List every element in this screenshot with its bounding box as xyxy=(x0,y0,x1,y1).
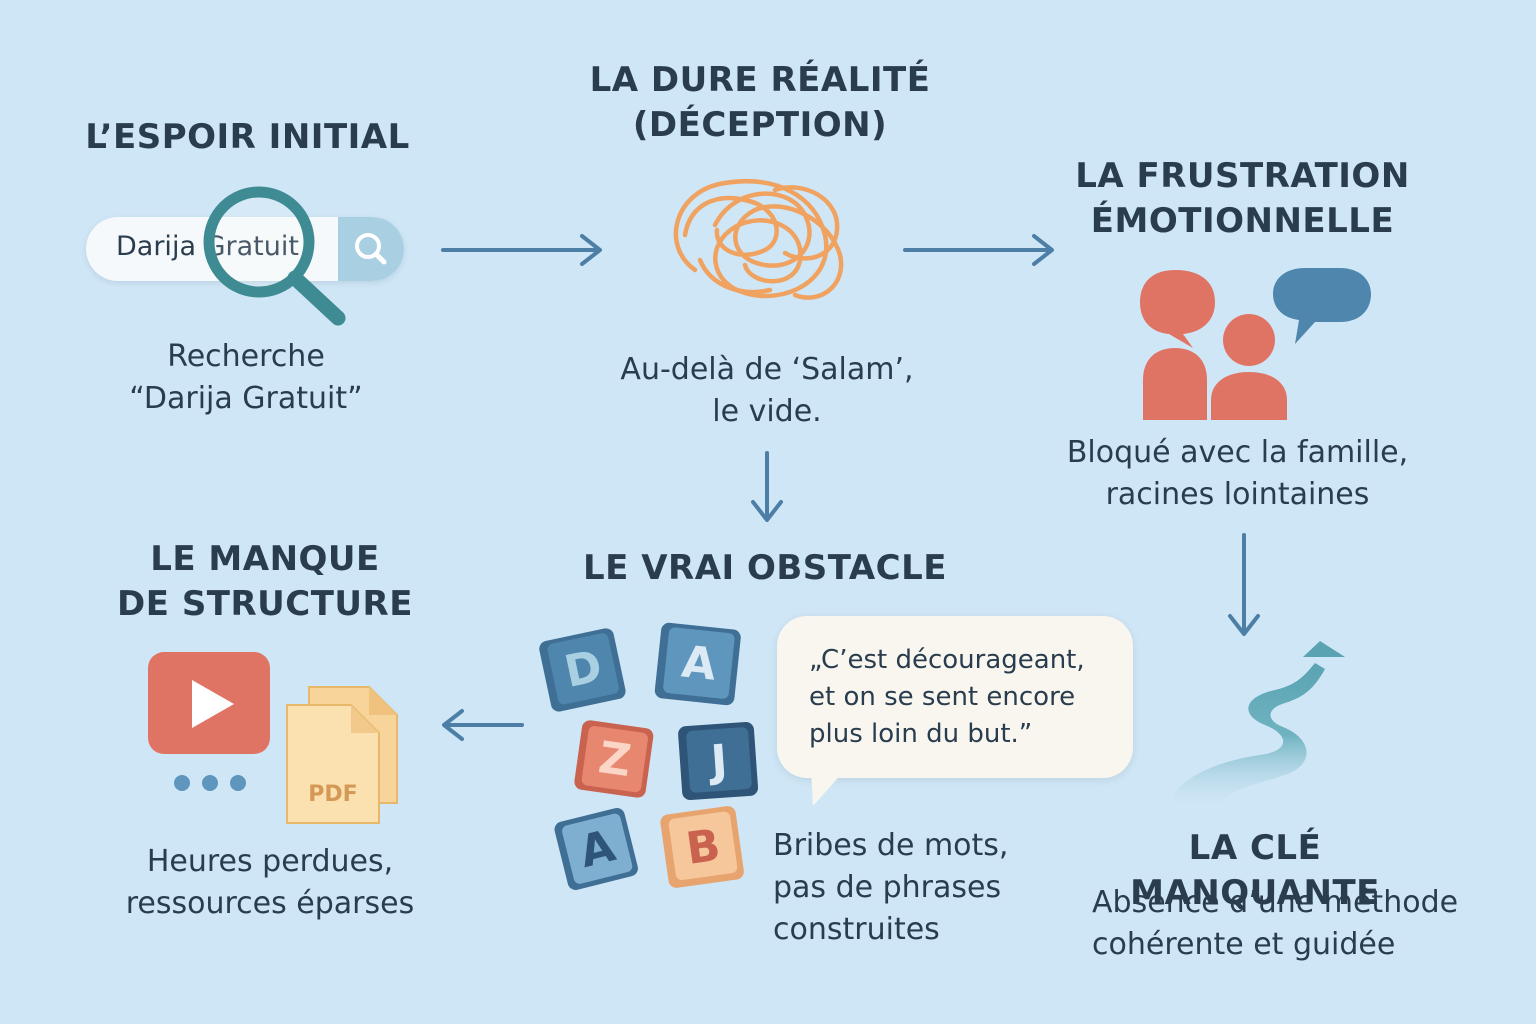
block-letter-a-top: A xyxy=(679,636,718,690)
pdf-file-icon: PDF xyxy=(286,686,398,824)
magnifier-icon xyxy=(203,186,346,326)
structure-title-line2: DE STRUCTURE xyxy=(117,584,413,624)
people-speech-icon xyxy=(1140,268,1371,420)
espoir-caption-line1: Recherche xyxy=(167,339,325,374)
arrow-left xyxy=(442,709,524,741)
quote-line3: plus loin du but.” xyxy=(809,719,1033,749)
frustration-title: LA FRUSTRATION ÉMOTIONNELLE xyxy=(1060,154,1425,244)
arrow-down-center xyxy=(751,451,783,522)
realite-title-line1: LA DURE RÉALITÉ xyxy=(589,60,931,100)
obstacle-caption: Bribes de mots, pas de phrases construit… xyxy=(773,825,1053,951)
arrow-right-1 xyxy=(441,234,602,266)
dots-icon xyxy=(174,775,246,791)
search-icon xyxy=(338,217,404,281)
cle-caption-line1: Absence d’une méthode xyxy=(1092,885,1459,920)
frustration-caption-line2: racines lointaines xyxy=(1105,477,1370,512)
realite-title: LA DURE RÉALITÉ (DÉCEPTION) xyxy=(560,58,960,148)
arrow-down-right xyxy=(1228,533,1260,636)
quote-text: „C’est décourageant, et on se sent encor… xyxy=(809,642,1119,753)
video-play-icon xyxy=(148,652,270,754)
tangle-icon xyxy=(673,179,844,300)
frustration-title-line1: LA FRUSTRATION xyxy=(1075,156,1410,196)
structure-title: LE MANQUE DE STRUCTURE xyxy=(90,537,440,627)
frustration-caption: Bloqué avec la famille, racines lointain… xyxy=(1050,432,1425,516)
structure-caption: Heures perdues, ressources éparses xyxy=(100,841,440,925)
structure-caption-line1: Heures perdues, xyxy=(146,844,394,879)
obstacle-title: LE VRAI OBSTACLE xyxy=(582,548,948,588)
cle-title: LA CLÉ MANQUANTE xyxy=(1130,828,1380,913)
quote-bubble: „C’est décourageant, et on se sent encor… xyxy=(777,616,1133,778)
frustration-title-line2: ÉMOTIONNELLE xyxy=(1090,201,1395,241)
obstacle-caption-line3: construites xyxy=(773,912,940,947)
quote-line1: „C’est décourageant, xyxy=(809,645,1085,675)
winding-path-icon xyxy=(1170,641,1345,807)
obstacle-caption-line2: pas de phrases xyxy=(773,870,1002,905)
block-letter-z: Z xyxy=(595,732,634,787)
realite-title-line2: (DÉCEPTION) xyxy=(632,105,888,145)
realite-caption: Au-delà de ‘Salam’, le vide. xyxy=(597,349,937,433)
block-letter-j: J xyxy=(706,735,729,787)
quote-bubble-tail xyxy=(811,770,845,806)
obstacle-caption-line1: Bribes de mots, xyxy=(773,828,1009,863)
realite-caption-line2: le vide. xyxy=(712,394,822,429)
espoir-title: L’ESPOIR INITIAL xyxy=(85,117,410,157)
espoir-caption: Recherche “Darija Gratuit” xyxy=(96,336,396,420)
pdf-label: PDF xyxy=(308,782,357,807)
cle-caption: Absence d’une méthode cohérente et guidé… xyxy=(1092,882,1472,966)
quote-line2: et on se sent encore xyxy=(809,682,1076,712)
block-letter-b: B xyxy=(683,820,723,875)
structure-caption-line2: ressources éparses xyxy=(125,886,415,921)
espoir-caption-line2: “Darija Gratuit” xyxy=(129,381,363,416)
letter-blocks-icon: D A Z J A B xyxy=(539,622,759,890)
structure-title-line1: LE MANQUE xyxy=(150,539,380,579)
cle-caption-line2: cohérente et guidée xyxy=(1092,927,1396,962)
realite-caption-line1: Au-delà de ‘Salam’, xyxy=(620,352,914,387)
arrow-right-2 xyxy=(903,234,1054,266)
frustration-caption-line1: Bloqué avec la famille, xyxy=(1066,435,1409,470)
